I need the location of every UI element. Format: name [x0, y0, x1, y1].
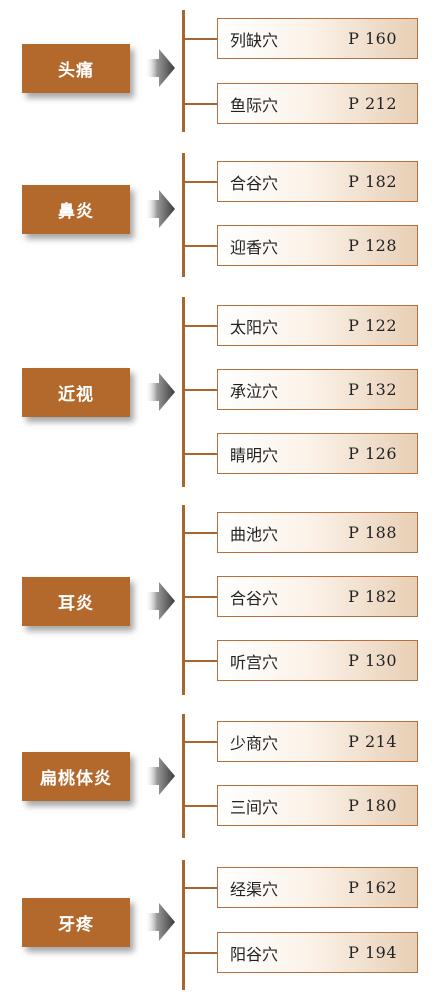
bracket-line [182, 10, 185, 132]
bracket-line [182, 505, 185, 695]
acupoint-entry: 太阳穴 P 122 [217, 305, 418, 346]
acupoint-entry: 听宫穴 P 130 [217, 640, 418, 681]
acupoint-name: 列缺穴 [230, 30, 279, 50]
symptom-label: 近视 [22, 368, 130, 417]
acupoint-entry: 迎香穴 P 128 [217, 225, 418, 266]
connector-tick [182, 532, 217, 534]
symptom-group: 扁桃体炎 少商穴 P 214 三间穴 P 180 [0, 714, 444, 838]
symptom-label: 牙疼 [22, 898, 130, 947]
acupoint-entry: 列缺穴 P 160 [217, 18, 418, 59]
page-reference: P 194 [348, 943, 397, 962]
page-reference: P 162 [348, 878, 397, 897]
connector-tick [182, 887, 217, 889]
symptom-label: 扁桃体炎 [22, 752, 130, 801]
acupoint-entry: 曲池穴 P 188 [217, 512, 418, 553]
acupoint-name: 太阳穴 [230, 317, 279, 337]
connector-tick [182, 660, 217, 662]
page-reference: P 180 [348, 796, 397, 815]
symptom-group: 近视 太阳穴 P 122 承泣穴 P 132 睛明穴 P 126 [0, 297, 444, 487]
acupoint-entry: 睛明穴 P 126 [217, 433, 418, 474]
connector-tick [182, 38, 217, 40]
acupoint-name: 合谷穴 [230, 588, 279, 608]
acupoint-name: 承泣穴 [230, 381, 279, 401]
page-reference: P 188 [348, 523, 397, 542]
page-reference: P 182 [348, 587, 397, 606]
acupoint-entry: 经渠穴 P 162 [217, 867, 418, 908]
page-reference: P 122 [348, 316, 397, 335]
gradient-arrow-right-icon [145, 579, 175, 623]
acupoint-name: 经渠穴 [230, 879, 279, 899]
acupoint-entry: 合谷穴 P 182 [217, 576, 418, 617]
acupoint-name: 阳谷穴 [230, 944, 279, 964]
page-reference: P 212 [348, 94, 397, 113]
acupoint-name: 曲池穴 [230, 524, 279, 544]
connector-tick [182, 952, 217, 954]
acupoint-name: 睛明穴 [230, 445, 279, 465]
page-reference: P 160 [348, 29, 397, 48]
symptom-label: 耳炎 [22, 577, 130, 626]
gradient-arrow-right-icon [145, 754, 175, 798]
acupoint-entry: 鱼际穴 P 212 [217, 83, 418, 124]
acupoint-entry: 阳谷穴 P 194 [217, 932, 418, 973]
acupoint-name: 鱼际穴 [230, 95, 279, 115]
connector-tick [182, 103, 217, 105]
connector-tick [182, 325, 217, 327]
acupoint-name: 听宫穴 [230, 652, 279, 672]
bracket-line [182, 860, 185, 990]
acupoint-entry: 三间穴 P 180 [217, 785, 418, 826]
gradient-arrow-right-icon [145, 900, 175, 944]
acupoint-entry: 少商穴 P 214 [217, 721, 418, 762]
gradient-arrow-right-icon [145, 46, 175, 90]
connector-tick [182, 245, 217, 247]
bracket-line [182, 714, 185, 838]
page-reference: P 128 [348, 236, 397, 255]
connector-tick [182, 741, 217, 743]
page-reference: P 126 [348, 444, 397, 463]
bracket-line [182, 153, 185, 277]
symptom-group: 鼻炎 合谷穴 P 182 迎香穴 P 128 [0, 153, 444, 277]
acupoint-name: 少商穴 [230, 733, 279, 753]
gradient-arrow-right-icon [145, 370, 175, 414]
acupoint-name: 三间穴 [230, 797, 279, 817]
bracket-line [182, 297, 185, 487]
page-reference: P 182 [348, 172, 397, 191]
acupoint-name: 合谷穴 [230, 173, 279, 193]
symptom-group: 耳炎 曲池穴 P 188 合谷穴 P 182 听宫穴 P 130 [0, 505, 444, 695]
acupoint-entry: 合谷穴 P 182 [217, 161, 418, 202]
connector-tick [182, 389, 217, 391]
symptom-label: 鼻炎 [22, 185, 130, 234]
connector-tick [182, 805, 217, 807]
page-reference: P 132 [348, 380, 397, 399]
symptom-group: 牙疼 经渠穴 P 162 阳谷穴 P 194 [0, 860, 444, 990]
symptom-group: 头痛 列缺穴 P 160 鱼际穴 P 212 [0, 10, 444, 132]
connector-tick [182, 181, 217, 183]
acupoint-entry: 承泣穴 P 132 [217, 369, 418, 410]
symptom-label: 头痛 [22, 44, 130, 93]
page-reference: P 214 [348, 732, 397, 751]
connector-tick [182, 596, 217, 598]
gradient-arrow-right-icon [145, 187, 175, 231]
connector-tick [182, 453, 217, 455]
page-reference: P 130 [348, 651, 397, 670]
acupoint-name: 迎香穴 [230, 237, 279, 257]
